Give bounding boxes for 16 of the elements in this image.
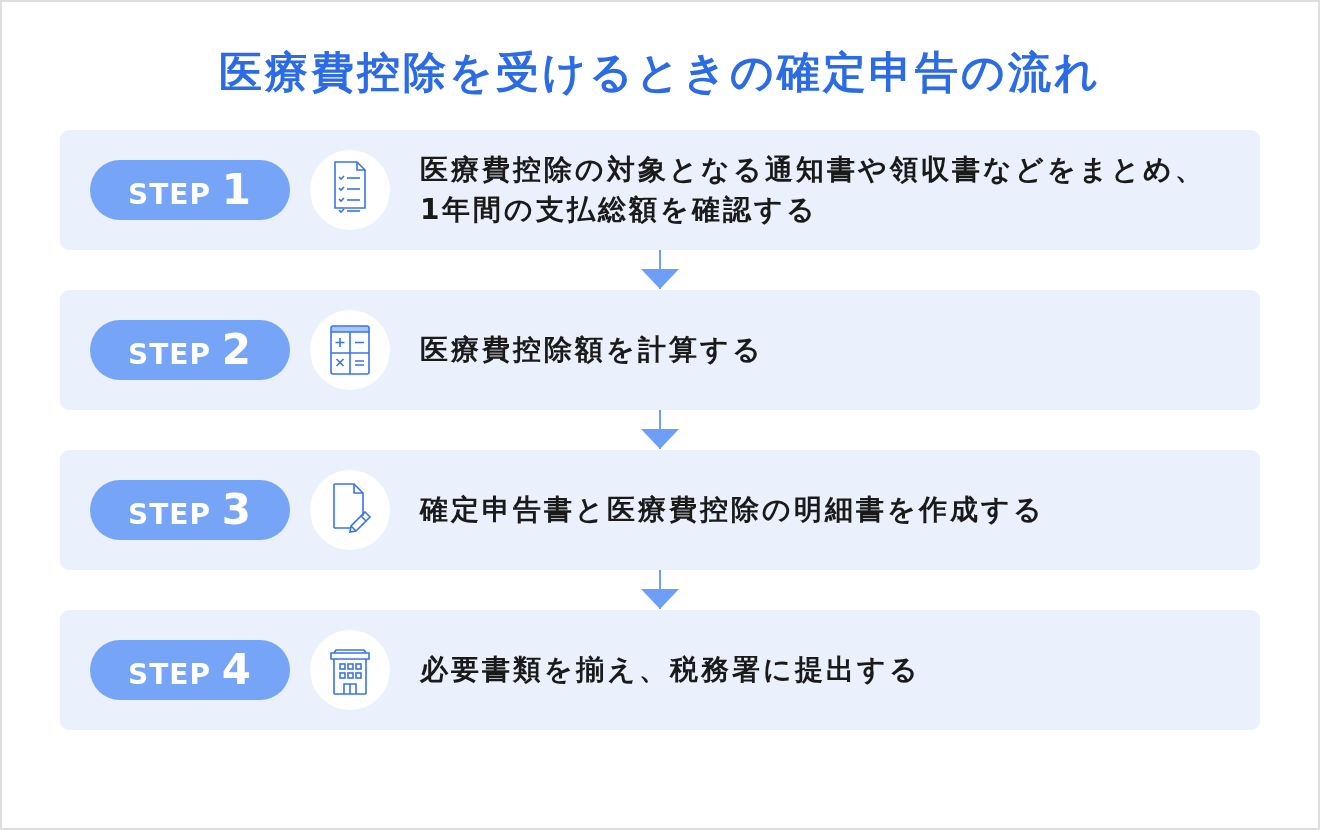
step-badge: STEP 2: [90, 320, 290, 380]
step-badge: STEP 3: [90, 480, 290, 540]
step-band: [60, 610, 1260, 730]
arrow: [641, 569, 679, 610]
step-description: 必要書類を揃え、税務署に提出する: [420, 652, 921, 688]
arrow: [641, 249, 679, 290]
step-description: 医療費控除の対象となる通知書や領収書などをまとめ、1年間の支払総額を確認する: [420, 152, 1207, 228]
step-badge: STEP 4: [90, 640, 290, 700]
step-band: [60, 290, 1260, 410]
step-description: 医療費控除額を計算する: [420, 332, 764, 368]
step-band: [60, 450, 1260, 570]
step-band: [60, 130, 1260, 250]
step-description: 確定申告書と医療費控除の明細書を作成する: [420, 492, 1045, 528]
title: 医療費控除を受けるときの確定申告の流れ: [219, 46, 1101, 99]
arrow: [641, 409, 679, 450]
step-badge: STEP 1: [90, 160, 290, 220]
